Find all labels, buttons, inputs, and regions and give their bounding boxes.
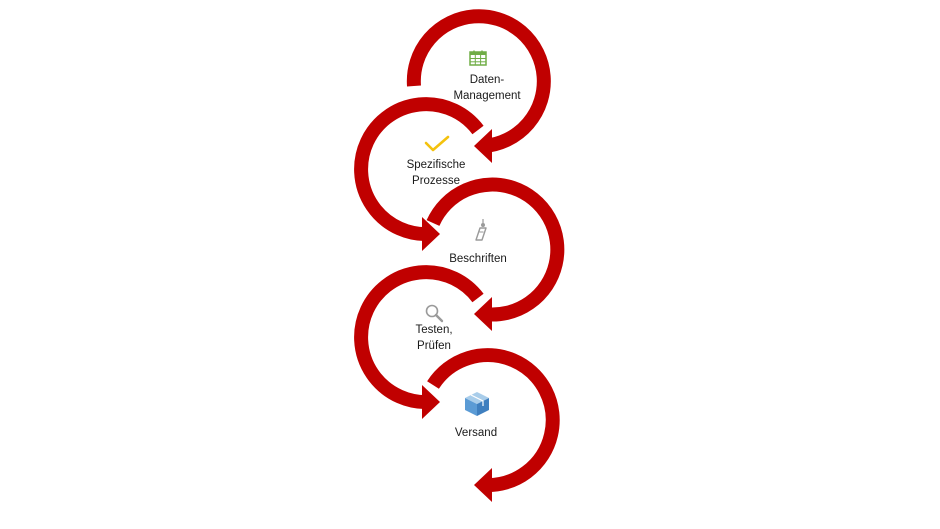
- step-label-labeling: Beschriften: [449, 253, 507, 265]
- label-tag-icon: [475, 219, 487, 241]
- step-label-shipping: Versand: [454, 427, 498, 439]
- step-label-data-management: Daten- Management: [453, 74, 521, 102]
- arrow-specific-processes: [354, 97, 484, 251]
- calendar-icon: [469, 50, 487, 66]
- package-box-icon: [465, 392, 489, 416]
- step-label-testing: Testen, Prüfen: [415, 324, 453, 352]
- arrow-shipping: [427, 348, 560, 502]
- arrow-testing: [354, 265, 484, 419]
- arrow-labeling: [426, 177, 565, 331]
- magnifier-icon: [425, 304, 444, 323]
- checkmark-icon: [424, 135, 450, 152]
- step-label-specific-processes: Spezifische Prozesse: [406, 159, 466, 187]
- arrow-data-management: [406, 9, 551, 163]
